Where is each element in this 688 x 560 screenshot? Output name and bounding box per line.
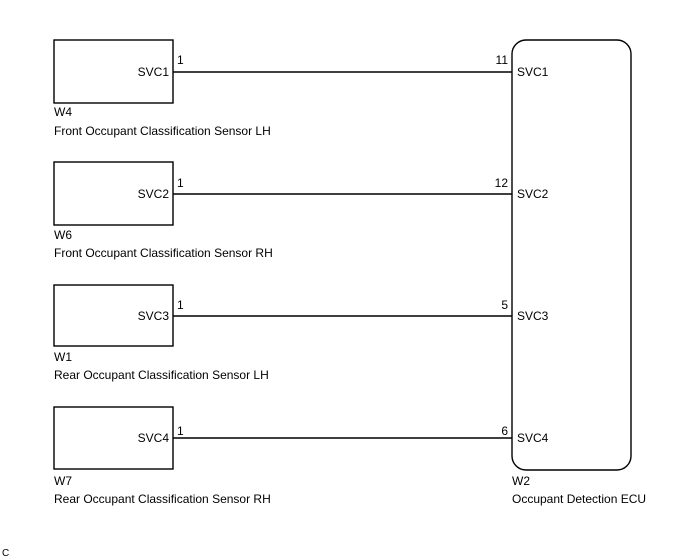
sensor-pin-3: 1 — [177, 298, 184, 312]
sensor-box-1 — [53, 39, 174, 104]
sensor-box-3 — [53, 284, 174, 347]
footer-mark: C — [2, 548, 9, 559]
sensor-terminal-1: SVC1 — [138, 65, 170, 79]
sensor-circuit-1: SVC1 1 11 SVC1 W4 Front Occupant Classif… — [53, 39, 549, 138]
ecu-code: W2 — [512, 474, 530, 488]
sensor-name-2: Front Occupant Classification Sensor RH — [54, 246, 273, 260]
ecu-box — [511, 39, 632, 471]
sensor-pin-1: 1 — [177, 53, 184, 67]
sensor-code-3: W1 — [54, 350, 72, 364]
sensor-box-4 — [53, 406, 174, 470]
ecu-pin-3: 5 — [501, 298, 508, 312]
ecu-terminal-3: SVC3 — [517, 309, 549, 323]
sensor-pin-2: 1 — [177, 176, 184, 190]
ecu-terminal-1: SVC1 — [517, 65, 549, 79]
sensor-name-3: Rear Occupant Classification Sensor LH — [54, 368, 269, 382]
sensor-box-2 — [53, 161, 174, 226]
sensor-terminal-3: SVC3 — [138, 309, 170, 323]
ecu-name: Occupant Detection ECU — [512, 492, 646, 506]
sensor-name-1: Front Occupant Classification Sensor LH — [54, 124, 271, 138]
sensor-terminal-2: SVC2 — [138, 187, 170, 201]
sensor-code-1: W4 — [54, 105, 72, 119]
sensor-pin-4: 1 — [177, 424, 184, 438]
sensor-terminal-4: SVC4 — [138, 431, 170, 445]
sensor-circuit-3: SVC3 1 5 SVC3 W1 Rear Occupant Classific… — [53, 284, 549, 382]
sensor-circuit-4: SVC4 1 6 SVC4 W7 Rear Occupant Classific… — [53, 406, 549, 506]
sensor-code-2: W6 — [54, 228, 72, 242]
ecu-terminal-2: SVC2 — [517, 187, 549, 201]
ecu-pin-4: 6 — [501, 424, 508, 438]
sensor-circuit-2: SVC2 1 12 SVC2 W6 Front Occupant Classif… — [53, 161, 549, 260]
ecu-pin-2: 12 — [495, 176, 509, 190]
ecu-terminal-4: SVC4 — [517, 431, 549, 445]
ecu-pin-1: 11 — [496, 53, 509, 67]
sensor-name-4: Rear Occupant Classification Sensor RH — [54, 492, 271, 506]
sensor-code-4: W7 — [54, 474, 72, 488]
